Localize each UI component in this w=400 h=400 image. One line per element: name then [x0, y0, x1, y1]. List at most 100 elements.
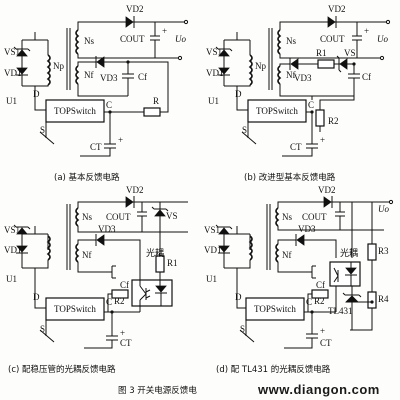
cout-capacitor-icon	[137, 202, 147, 232]
transformer-core-icon	[66, 28, 71, 90]
label-r4: R4	[378, 294, 389, 304]
ns-winding-icon	[275, 207, 280, 227]
label-r1: R1	[167, 258, 178, 268]
label-r2: R2	[314, 296, 325, 306]
label-topswitch: TOPSwitch	[254, 304, 296, 314]
np-winding-icon	[46, 54, 51, 86]
label-vd1: VD1	[4, 245, 22, 255]
topswitch-chip	[45, 297, 105, 321]
label-vd1: VD1	[204, 245, 222, 255]
label-vs: VS	[344, 48, 356, 58]
cout-capacitor-icon	[352, 22, 362, 58]
vd3-diode-icon	[290, 58, 299, 70]
label-optocoupler: 光耦	[340, 247, 358, 258]
vs1-zener-icon	[218, 49, 230, 57]
label-r3: R3	[378, 246, 389, 256]
caption-a: (a) 基本反馈电路	[54, 172, 120, 183]
label-cf: Cf	[362, 72, 371, 82]
label-ns: Ns	[82, 212, 92, 222]
r1-resistor-icon	[317, 59, 335, 69]
tl431-icon	[345, 295, 359, 303]
label-ns: Ns	[282, 212, 292, 222]
label-d: D	[33, 292, 40, 302]
transformer-core-icon	[66, 204, 71, 270]
label-nf: Nf	[82, 250, 92, 260]
label-cout: COUT	[320, 34, 345, 44]
label-nf: Nf	[84, 70, 94, 80]
transformer-core-icon	[266, 204, 271, 270]
ct-capacitor-icon	[282, 140, 318, 157]
label-ct: CT	[290, 142, 302, 152]
svg-text:+: +	[120, 328, 125, 338]
label-s: S	[40, 125, 45, 135]
label-ns: Ns	[286, 36, 296, 46]
label-r2: R2	[114, 296, 125, 306]
label-uo: Uo	[378, 204, 389, 214]
label-cf: Cf	[138, 72, 147, 82]
label-vs1: VS1	[4, 47, 20, 57]
topswitch-chip	[245, 297, 305, 321]
label-cout: COUT	[302, 212, 327, 222]
vd3-diode-icon	[96, 234, 105, 246]
vs-zener-icon	[154, 209, 166, 217]
label-c: C	[106, 297, 112, 307]
label-d: D	[235, 89, 242, 99]
label-u1: U1	[206, 274, 217, 284]
panel-c: VS1 VD1 U1 D Ns VD2 COUT VS R1 Nf VD3	[4, 185, 188, 375]
ct-capacitor-icon	[84, 312, 118, 349]
ns-winding-icon	[75, 207, 80, 227]
np-winding-icon	[248, 235, 253, 261]
label-vd2: VD2	[318, 185, 336, 195]
label-ns: Ns	[84, 36, 94, 46]
caption-d: (d) 配 TL431 的光耦反馈电路	[216, 364, 331, 375]
label-u1: U1	[6, 274, 17, 284]
vs-zener-icon	[339, 58, 348, 70]
r4-resistor-icon	[367, 291, 377, 309]
vd1-diode-icon	[218, 67, 230, 75]
r3-resistor-icon	[367, 243, 377, 261]
nf-winding-icon	[75, 243, 80, 263]
ct-capacitor-icon	[284, 312, 318, 349]
label-r: R	[153, 96, 159, 106]
vd1-diode-icon	[16, 67, 28, 75]
vd1-diode-icon	[218, 245, 230, 253]
svg-text:+: +	[320, 326, 325, 336]
vd2-diode-icon	[125, 16, 134, 28]
cout-capacitor-icon	[335, 202, 345, 230]
label-ct: CT	[120, 338, 132, 348]
vd1-diode-icon	[16, 245, 28, 253]
nf-winding-icon	[277, 65, 282, 85]
label-u1: U1	[6, 96, 17, 106]
transformer-core-icon	[268, 28, 273, 90]
cf-capacitor-icon	[311, 265, 316, 279]
label-r1: R1	[316, 48, 327, 58]
vs1-zener-icon	[218, 227, 230, 235]
label-cf: Cf	[316, 280, 325, 290]
vs1-zener-icon	[16, 49, 28, 57]
figure-caption: 图 3 开关电源反馈电	[118, 385, 197, 396]
label-r2: R2	[328, 116, 339, 126]
label-vd2: VD2	[126, 185, 144, 195]
label-uo: Uo	[377, 34, 388, 44]
cf-capacitor-icon	[111, 265, 116, 279]
topswitch-chip	[45, 99, 105, 123]
ct-capacitor-icon	[80, 140, 116, 157]
label-c: C	[106, 100, 112, 110]
vd3-diode-icon	[296, 234, 305, 246]
svg-text:+: +	[162, 26, 167, 36]
vd3-diode-icon	[96, 56, 105, 68]
np-winding-icon	[248, 54, 253, 86]
cf-capacitor-icon	[348, 73, 360, 96]
label-vs1: VS1	[204, 225, 220, 235]
panel-b: VS1 VD1 Np U1 D Ns VD2 + COUT Uo Nf VD3 …	[206, 4, 391, 183]
label-vd2: VD2	[328, 4, 346, 14]
cout-capacitor-icon	[150, 22, 160, 58]
np-winding-icon	[46, 235, 51, 261]
label-vd3: VD3	[98, 224, 116, 234]
label-cout: COUT	[120, 34, 145, 44]
ns-winding-icon	[75, 29, 80, 55]
label-c: C	[306, 297, 312, 307]
label-tl431: TL431	[328, 306, 353, 316]
panel-d: VS1 VD1 U1 D Ns VD2 COUT Uo R3 R4 Nf	[204, 185, 394, 375]
